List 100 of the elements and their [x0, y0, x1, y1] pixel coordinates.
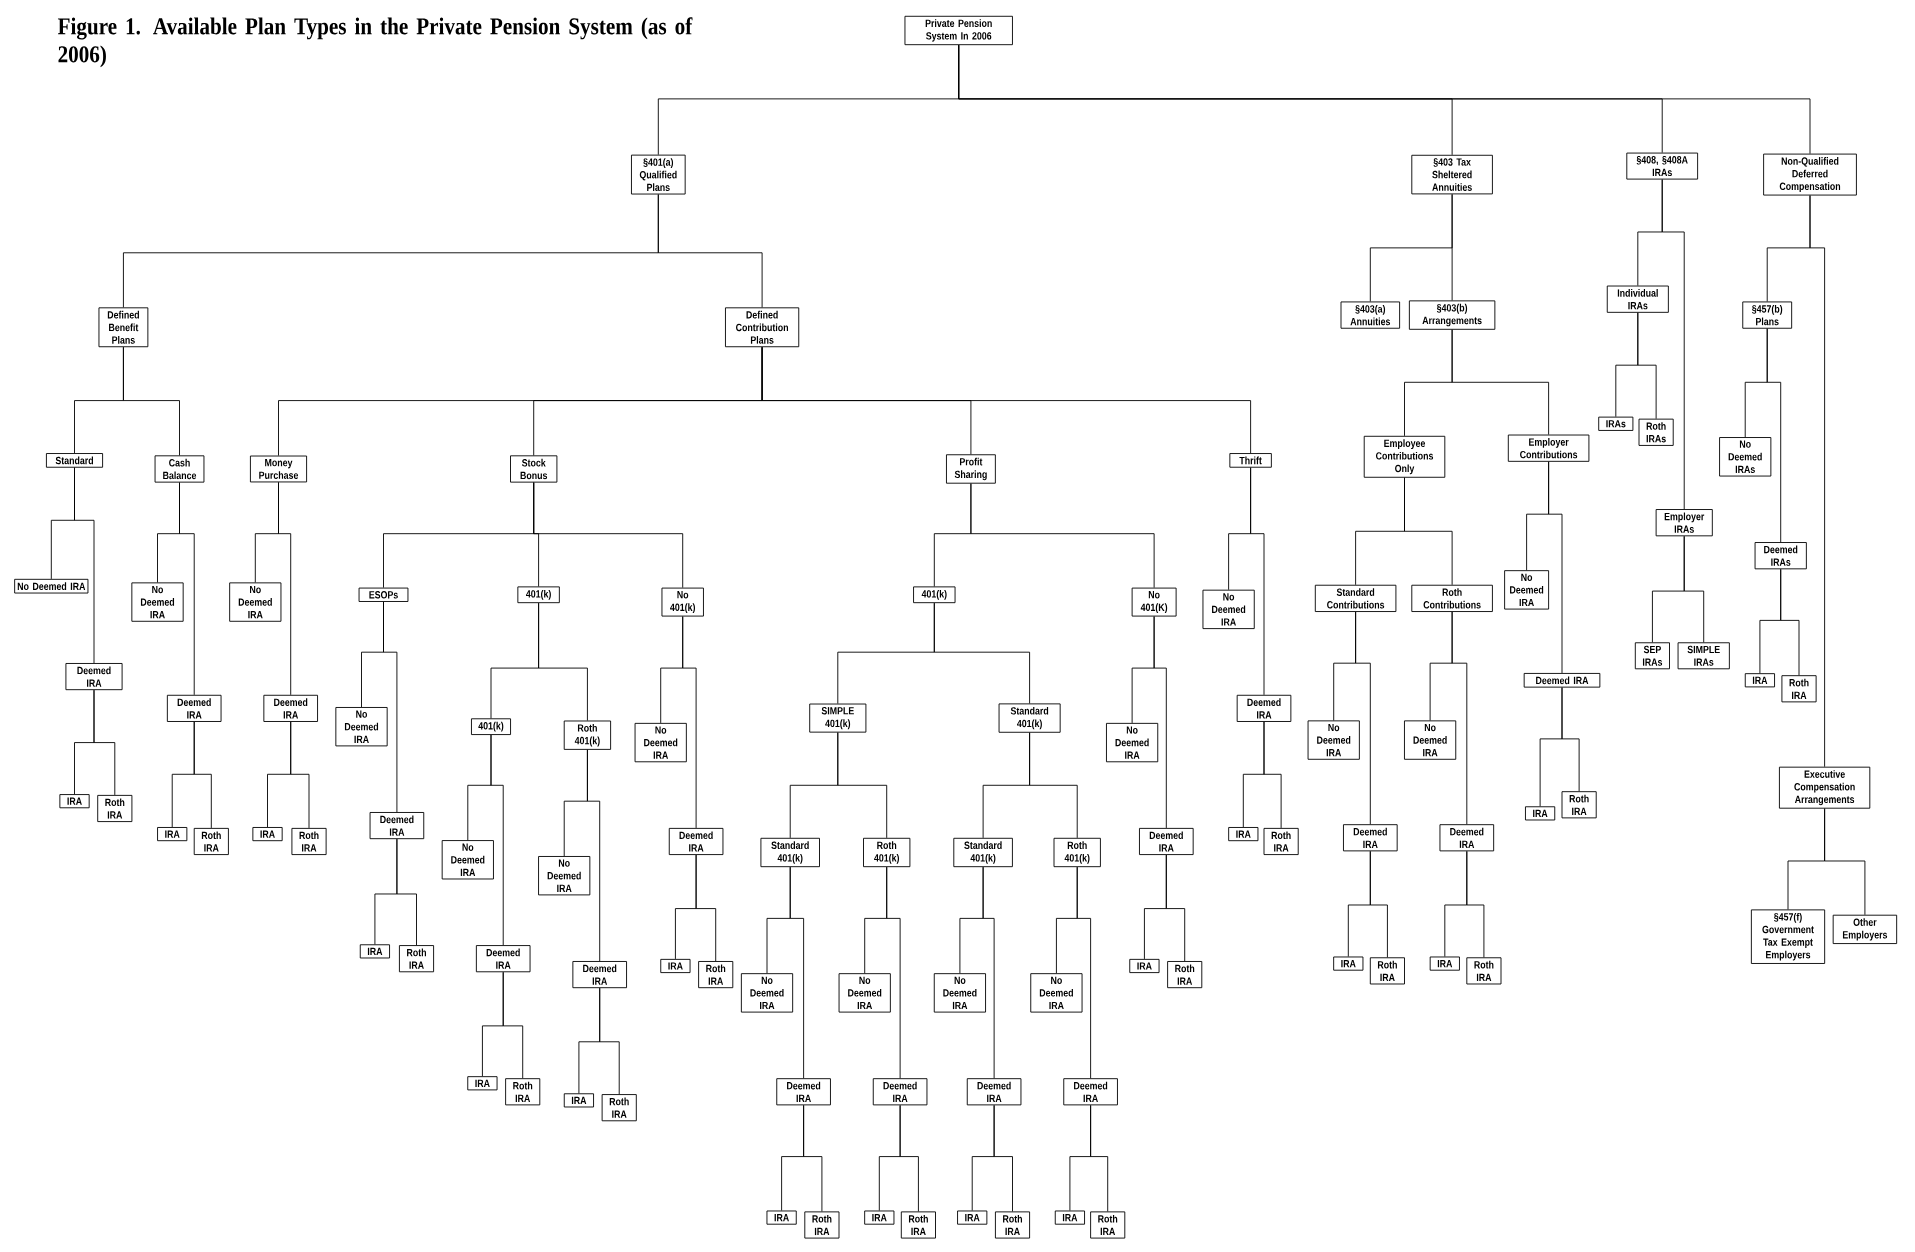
connector-line	[278, 481, 292, 696]
plan-box: IRA	[957, 1210, 988, 1225]
connector-line	[1250, 467, 1265, 696]
plan-box: SEP IRAs	[1634, 642, 1670, 670]
connector-line	[1076, 866, 1092, 1079]
connector-line	[837, 732, 888, 839]
plan-box: No Deemed IRA	[538, 856, 591, 896]
plan-box: Money Purchase	[249, 455, 308, 483]
connector-line	[586, 749, 601, 962]
plan-box: Deemed IRA	[872, 1078, 928, 1106]
connector-line	[970, 483, 1155, 589]
plan-box: Deemed IRAs	[1754, 542, 1807, 570]
connector-line	[657, 194, 763, 308]
plan-box: Deemed IRA	[263, 694, 318, 722]
plan-box: Roth IRA	[1090, 1211, 1126, 1239]
plan-box: Roth IRA	[291, 827, 327, 856]
connector-line	[695, 854, 717, 962]
connector-line	[899, 1104, 919, 1212]
plan-box: §457(b) Plans	[1742, 301, 1793, 329]
plan-box: No Deemed IRA	[1106, 722, 1159, 763]
connector-line	[1090, 1104, 1109, 1212]
connector-line	[1661, 179, 1685, 510]
plan-box: Employer IRAs	[1655, 509, 1713, 537]
plan-box: Executive Compensation Arrangements	[1778, 766, 1871, 809]
plan-box: Standard	[45, 453, 104, 468]
plan-box: Deemed IRA	[1439, 824, 1495, 852]
plan-box: No Deemed IRA	[1504, 570, 1550, 610]
plan-box: Roth IRA	[1167, 961, 1203, 989]
connector-line	[290, 721, 310, 829]
connector-line	[982, 866, 995, 1079]
plan-box: IRA	[1429, 956, 1460, 971]
plan-box: Roth IRA	[601, 1094, 637, 1122]
connector-line	[789, 866, 805, 1079]
connector-line	[1561, 687, 1580, 792]
plan-box: No Deemed IRA	[1307, 720, 1360, 760]
plan-box: Roth IRA	[1561, 791, 1597, 819]
plan-box: IRA	[1525, 806, 1556, 821]
plan-box: Roth IRAs	[1638, 418, 1674, 446]
plan-box: IRA	[1744, 673, 1775, 688]
plan-box: IRA	[864, 1210, 895, 1225]
connector-line	[179, 482, 195, 696]
plan-box: IRA	[157, 827, 188, 842]
plan-box: IRA	[359, 944, 390, 959]
connector-line	[1766, 328, 1782, 543]
plan-box: Deemed IRA	[668, 827, 724, 856]
plan-box: Non-Qualified Deferred Compensation	[1763, 153, 1857, 196]
plan-box: Roth Contributions	[1411, 584, 1493, 612]
plan-box: Roth IRA	[97, 794, 133, 823]
connector-line	[1451, 193, 1453, 301]
plan-box: Roth IRA	[900, 1211, 936, 1239]
plan-box: IRA	[252, 827, 283, 842]
plan-box: No Deemed IRA	[441, 840, 494, 880]
connector-line	[1466, 850, 1485, 958]
connector-line	[1355, 611, 1371, 825]
plan-box: Roth 401(k)	[563, 720, 612, 750]
plan-box: No Deemed IRA	[1202, 589, 1255, 630]
connector-line	[1809, 195, 1826, 768]
plan-box: IRA	[59, 794, 90, 809]
connector-line	[933, 602, 1031, 704]
connector-line	[1824, 808, 1866, 916]
plan-box: IRA	[563, 1093, 594, 1108]
connector-line	[803, 1104, 823, 1212]
plan-box: No Deemed IRA	[131, 582, 184, 622]
plan-box: §403(a) Annuities	[1340, 301, 1401, 329]
plan-box: Stock Bonus	[510, 455, 558, 483]
plan-box: No 401(k)	[661, 587, 704, 617]
plan-box: Roth IRA	[193, 827, 229, 856]
connector-line	[490, 734, 504, 946]
plan-box: 401(k)	[471, 718, 511, 736]
plan-box: Standard 401(k)	[998, 703, 1061, 733]
plan-box: Deemed IRA	[1236, 694, 1292, 722]
plan-box: Private Pension System In 2006	[904, 15, 1013, 46]
connector-line	[1451, 611, 1468, 825]
plan-box: Employee Contributions Only	[1363, 435, 1446, 478]
plan-box: No Deemed IRAs	[1719, 437, 1772, 477]
connector-line	[761, 346, 1252, 454]
connector-line	[1780, 568, 1800, 676]
plan-box: 401(k)	[913, 586, 956, 604]
plan-box: IRA	[1054, 1210, 1085, 1225]
connector-line	[1029, 732, 1078, 839]
connector-line	[993, 1104, 1013, 1212]
plan-box: No Deemed IRA	[14, 578, 89, 594]
connector-line	[538, 602, 588, 721]
plan-box: Deemed IRA	[1523, 672, 1601, 688]
plan-box: ESOPs	[358, 587, 409, 602]
plan-box: Deemed IRA	[1063, 1078, 1118, 1106]
plan-box: Standard Contributions	[1314, 584, 1397, 612]
plan-box: Defined Benefit Plans	[98, 307, 149, 348]
plan-box: Individual IRAs	[1606, 285, 1669, 313]
connector-line	[1404, 477, 1453, 586]
plan-box: Deemed IRA	[776, 1078, 831, 1106]
plan-box: §401(a) Qualified Plans	[631, 154, 686, 195]
connector-line	[74, 467, 95, 664]
connector-line	[122, 346, 180, 456]
plan-box: Roth IRA	[804, 1211, 840, 1239]
connector-line	[682, 616, 697, 829]
plan-box: Deemed IRA	[1139, 827, 1194, 856]
plan-box: No Deemed IRA	[740, 973, 794, 1013]
plan-box: SIMPLE IRAs	[1677, 642, 1730, 670]
plan-box: Roth IRA	[1781, 675, 1817, 703]
